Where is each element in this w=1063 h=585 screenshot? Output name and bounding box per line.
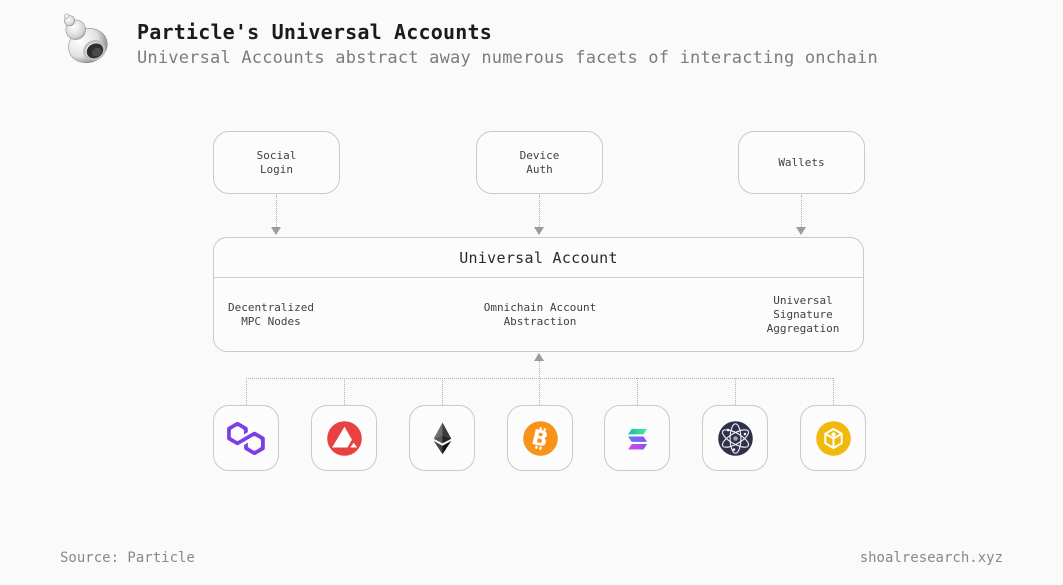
connector-horizontal-line xyxy=(246,378,833,379)
feature-signature-aggregation: Universal Signature Aggregation xyxy=(766,294,840,335)
chain-card-polygon xyxy=(213,405,279,471)
chain-card-avalanche xyxy=(311,405,377,471)
connector-stub-polygon xyxy=(246,378,247,405)
feature-omnichain-aa: Omnichain Account Abstraction xyxy=(483,301,597,328)
node-social-login-label: Social Login xyxy=(256,148,297,176)
arrow-line-social xyxy=(276,195,277,227)
node-wallets: Wallets xyxy=(738,131,865,194)
page-subtitle: Universal Accounts abstract away numerou… xyxy=(137,48,878,68)
feature-mpc-nodes: Decentralized MPC Nodes xyxy=(227,301,315,328)
bitcoin-icon: B xyxy=(522,420,558,456)
avalanche-icon xyxy=(326,420,362,456)
connector-stub-bnb xyxy=(833,378,834,405)
shell-logo-icon xyxy=(64,13,108,64)
arrowhead-down-device xyxy=(534,227,544,235)
node-wallets-label: Wallets xyxy=(778,155,825,169)
node-device-auth-label: Device Auth xyxy=(519,148,560,176)
arrow-line-wallets xyxy=(801,195,802,227)
arrowhead-down-social xyxy=(271,227,281,235)
arrowhead-up-chains xyxy=(534,353,544,361)
ethereum-icon xyxy=(433,421,451,454)
source-attribution: Source: Particle xyxy=(60,550,195,566)
connector-stub-ethereum xyxy=(442,378,443,405)
node-device-auth: Device Auth xyxy=(476,131,603,194)
connector-stub-cosmos xyxy=(735,378,736,405)
arrow-line-chains-center xyxy=(539,361,540,405)
arrowhead-down-wallets xyxy=(796,227,806,235)
chain-card-bnb xyxy=(800,405,866,471)
connector-stub-solana xyxy=(637,378,638,405)
node-social-login: Social Login xyxy=(213,131,340,194)
chain-card-ethereum xyxy=(409,405,475,471)
arrow-line-device xyxy=(539,195,540,227)
solana-icon xyxy=(628,428,648,450)
chain-card-cosmos xyxy=(702,405,768,471)
chain-card-solana xyxy=(604,405,670,471)
universal-account-title: Universal Account xyxy=(214,238,863,278)
chain-card-bitcoin: B xyxy=(507,405,573,471)
cosmos-icon xyxy=(717,420,753,456)
page-title: Particle's Universal Accounts xyxy=(137,20,492,44)
bnb-icon xyxy=(815,420,851,456)
universal-account-box: Universal Account Decentralized MPC Node… xyxy=(213,237,864,352)
polygon-icon xyxy=(227,421,265,455)
site-watermark: shoalresearch.xyz xyxy=(859,550,1003,566)
connector-stub-avalanche xyxy=(344,378,345,405)
